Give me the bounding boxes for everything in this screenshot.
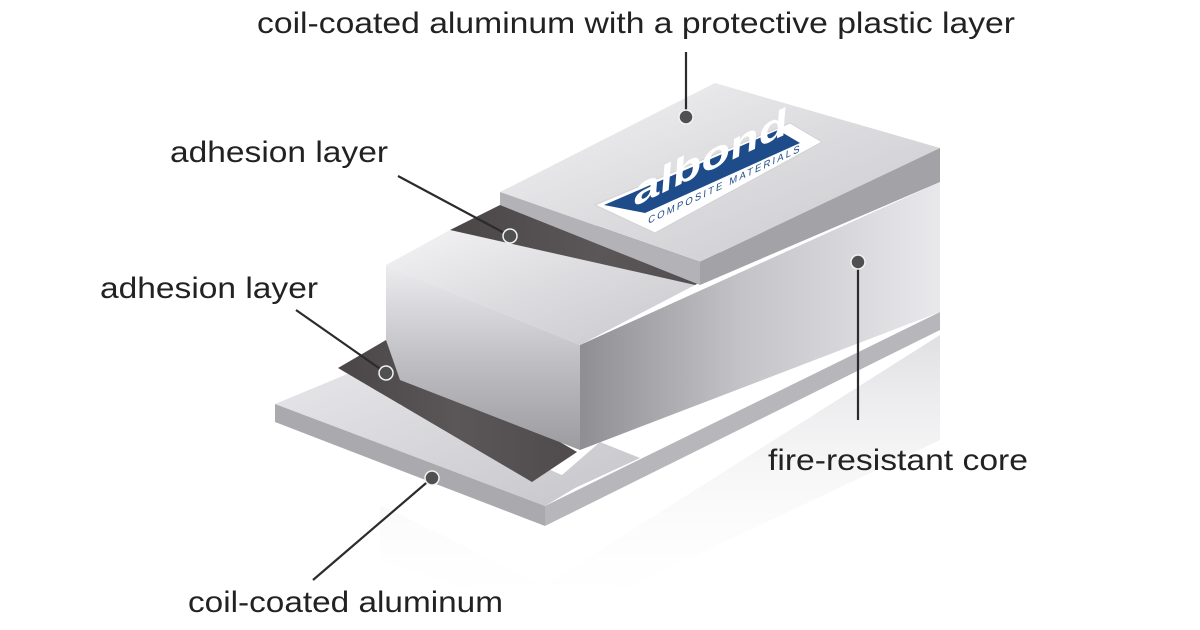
sticker-blue-band bbox=[604, 130, 800, 213]
label-adhesion-lower: adhesion layer bbox=[100, 272, 318, 305]
top-sheet-front-edge bbox=[500, 192, 700, 285]
bottom-sheet-front-edge bbox=[275, 404, 545, 526]
marker-core bbox=[850, 254, 866, 270]
marker-bottom-layer bbox=[424, 470, 440, 486]
leader-adhesion-lower bbox=[295, 309, 387, 374]
core-front-face bbox=[386, 265, 580, 450]
core-top-face bbox=[386, 230, 695, 345]
top-sheet-side-edge bbox=[700, 148, 940, 285]
leader-bottom-layer bbox=[312, 477, 433, 581]
leader-adhesion-upper bbox=[397, 175, 511, 237]
label-adhesion-upper: adhesion layer bbox=[170, 136, 388, 169]
label-bottom-layer: coil-coated aluminum bbox=[188, 586, 503, 619]
panel-reflection bbox=[380, 335, 940, 620]
bottom-sheet-side-edge bbox=[545, 312, 940, 526]
marker-top-layer bbox=[678, 109, 694, 125]
label-top-layer: coil-coated aluminum with a protective p… bbox=[257, 7, 1015, 40]
lower-adhesion-strip bbox=[338, 340, 577, 482]
marker-adhesion-upper bbox=[502, 228, 518, 244]
marker-adhesion-lower bbox=[378, 365, 394, 381]
core-side-face bbox=[580, 182, 940, 450]
label-core: fire-resistant core bbox=[768, 444, 1028, 477]
